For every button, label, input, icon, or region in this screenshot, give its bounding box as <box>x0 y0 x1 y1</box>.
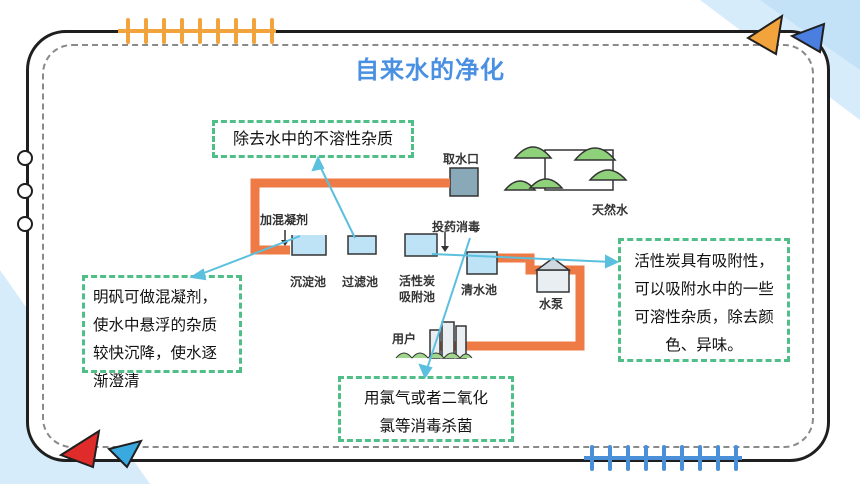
callout-chlorine: 用氯气或者二氧化氯等消毒杀菌 <box>338 376 514 442</box>
callout-activated-carbon: 活性炭具有吸附性，可以吸附水中的一些可溶性杂质，除去颜色、异味。 <box>618 238 790 362</box>
label-pump: 水泵 <box>539 297 564 311</box>
inner-dashed-frame <box>42 44 814 448</box>
corner-triangles-top-right <box>746 13 826 56</box>
corner-triangles-bottom-left <box>58 428 143 469</box>
label-natural-water: 天然水 <box>592 203 629 217</box>
label-filter-tank: 过滤池 <box>342 275 379 289</box>
label-user: 用户 <box>392 332 417 346</box>
callout-remove-insoluble-text: 除去水中的不溶性杂质 <box>232 129 393 148</box>
label-carbon-line1: 活性炭 <box>399 274 436 288</box>
callout-activated-carbon-text: 活性炭具有吸附性，可以吸附水中的一些可溶性杂质，除去颜色、异味。 <box>634 252 774 354</box>
label-carbon-line2: 吸附池 <box>399 290 436 304</box>
intake-box <box>449 167 479 197</box>
natural-water-trees-icon <box>503 146 628 191</box>
label-add-coagulant: 加混凝剂 <box>260 213 309 227</box>
callout-alum-text: 明矾可做混凝剂，使水中悬浮的杂质较快沉降，使水逐渐澄清 <box>93 288 218 390</box>
binder-ring <box>17 183 33 199</box>
callout-remove-insoluble: 除去水中的不溶性杂质 <box>212 120 414 158</box>
binder-ring <box>17 216 33 232</box>
blue-ladder-ornament <box>584 445 742 471</box>
binder-ring <box>17 150 33 166</box>
orange-ladder-ornament <box>118 18 276 44</box>
label-sedimentation-tank: 沉淀池 <box>290 275 327 289</box>
callout-chlorine-text: 用氯气或者二氧化氯等消毒杀菌 <box>363 389 488 435</box>
page-title: 自来水的净化 <box>355 56 505 84</box>
callout-alum: 明矾可做混凝剂，使水中悬浮的杂质较快沉降，使水逐渐澄清 <box>82 275 242 390</box>
label-clean-water-tank: 清水池 <box>461 283 498 297</box>
label-add-disinfectant: 投药消毒 <box>432 220 481 234</box>
label-intake: 取水口 <box>443 152 480 166</box>
